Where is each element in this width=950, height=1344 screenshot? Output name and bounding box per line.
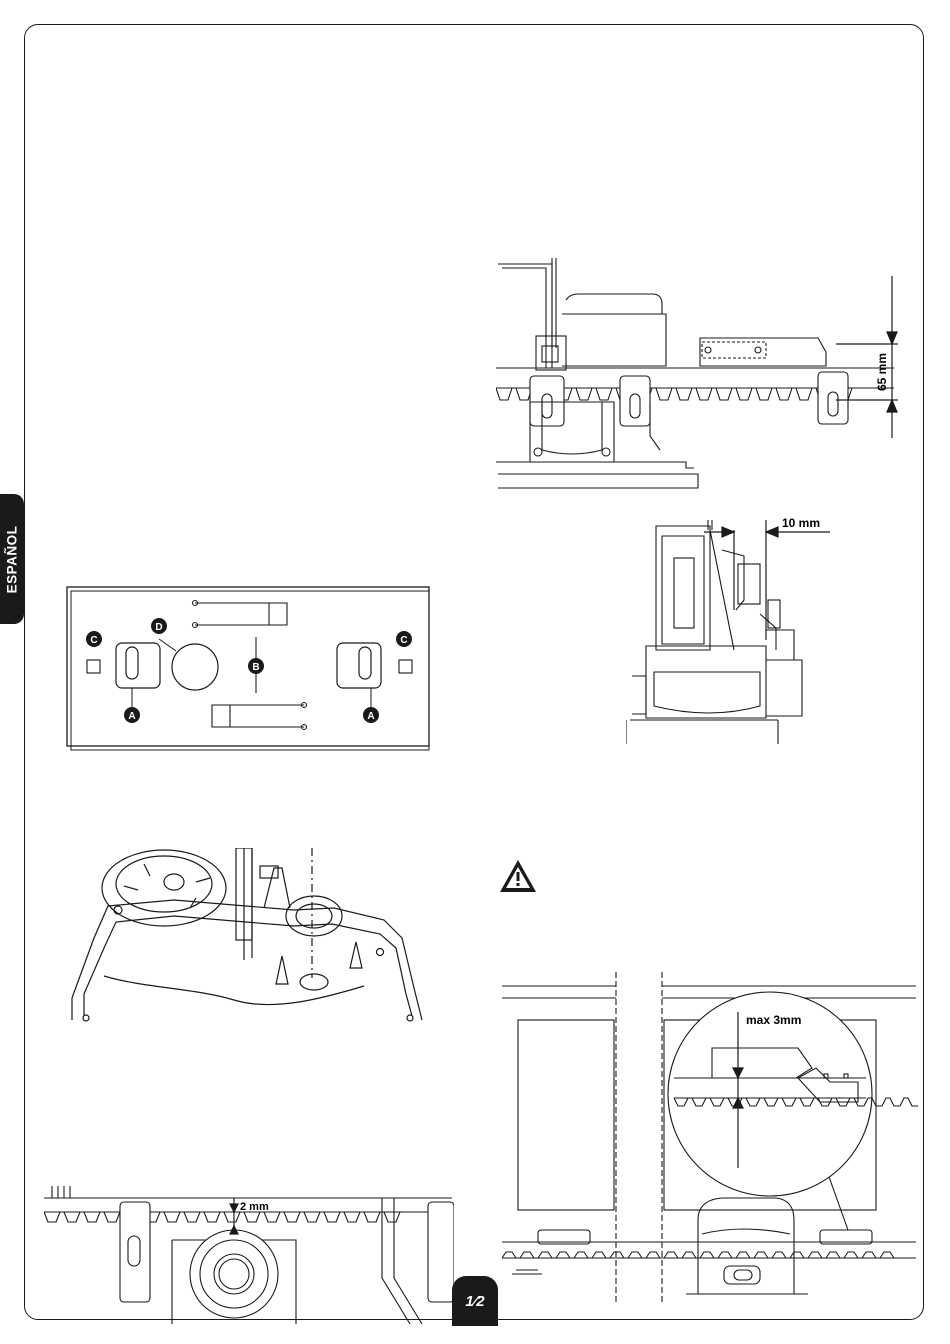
svg-text:C: C	[400, 635, 407, 646]
rack-height-label: 65 mm	[875, 353, 889, 391]
warning-triangle-icon	[498, 858, 538, 894]
rack-alignment-label: max 3mm	[746, 1013, 801, 1027]
motor-housing-figure	[64, 848, 430, 1024]
rack-height-figure: 65 mm	[496, 252, 900, 490]
svg-text:A: A	[367, 711, 374, 722]
svg-text:A: A	[128, 711, 135, 722]
language-tab-label-box: ESPAÑOL	[0, 494, 24, 624]
pinion-gap-label: 2 mm	[240, 1201, 269, 1213]
svg-text:C: C	[90, 635, 97, 646]
page-number-badge: 1⁄2	[452, 1276, 498, 1326]
rack-side-label: 10 mm	[782, 516, 820, 530]
svg-text:B: B	[252, 662, 259, 673]
svg-text:D: D	[155, 622, 162, 633]
rack-alignment-figure: max 3mm	[502, 972, 918, 1302]
page-number: 1⁄2	[465, 1293, 484, 1310]
slot-right	[337, 643, 381, 688]
base-plate-figure: C C D B A A	[64, 585, 436, 751]
pinion-gap-figure: 2 mm	[44, 1178, 454, 1324]
slot-left	[116, 643, 160, 688]
rack-side-figure: 10 mm	[626, 510, 832, 746]
language-label: ESPAÑOL	[5, 525, 20, 593]
